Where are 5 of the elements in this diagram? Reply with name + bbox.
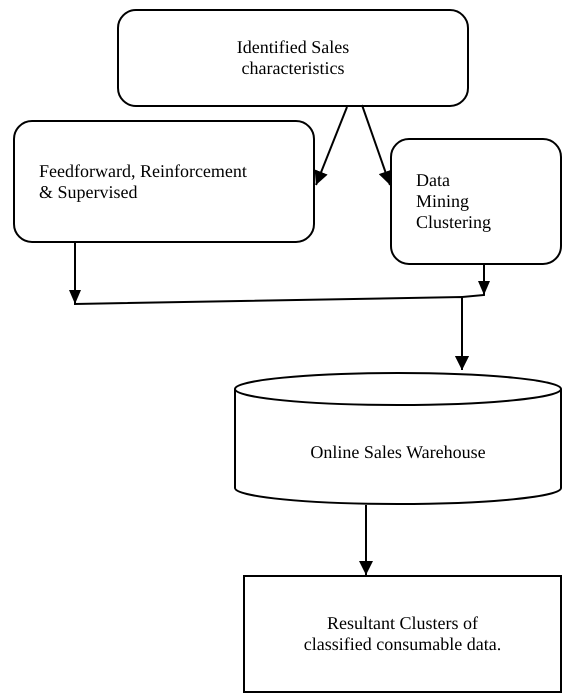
node-label: Identified Sales characteristics [236, 37, 350, 79]
node-label: Data Mining Clustering [416, 170, 492, 233]
node-label: Resultant Clusters of classified consumable data. [302, 613, 502, 655]
node-label: Online Sales Warehouse [310, 442, 486, 463]
node-label: Feedforward, Reinforcement & Supervised [39, 160, 248, 202]
